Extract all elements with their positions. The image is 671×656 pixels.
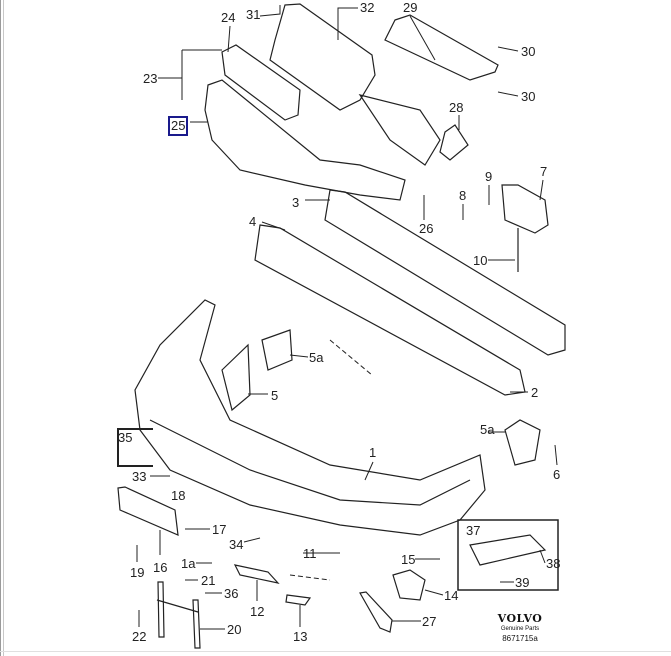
callout-22[interactable]: 22 <box>132 629 147 644</box>
callout-1a[interactable]: 1a <box>181 556 196 571</box>
part-14-fog-lamp <box>392 569 426 601</box>
volvo-logo: VOLVO Genuine Parts 8671715a <box>495 612 545 643</box>
callout-10[interactable]: 10 <box>473 253 488 268</box>
callout-37[interactable]: 37 <box>466 523 481 538</box>
callout-23[interactable]: 23 <box>143 71 158 86</box>
callout-21[interactable]: 21 <box>201 573 216 588</box>
part-1-bumper-cover <box>134 299 486 536</box>
part-16-plate <box>117 486 179 536</box>
callout-17[interactable]: 17 <box>212 522 227 537</box>
callout-8[interactable]: 8 <box>459 188 467 203</box>
part-5a-bracket <box>261 329 293 371</box>
callout-30-lower[interactable]: 30 <box>521 89 536 104</box>
part-28-piece <box>439 124 469 161</box>
callout-2[interactable]: 2 <box>531 385 539 400</box>
part-13-grill <box>285 594 312 606</box>
callout-6[interactable]: 6 <box>553 467 561 482</box>
callout-27[interactable]: 27 <box>422 614 437 629</box>
callout-35-frame <box>117 428 153 467</box>
callout-5a[interactable]: 5a <box>309 350 324 365</box>
part-5-bracket <box>221 343 251 412</box>
part-3-bumper-beam <box>324 189 566 356</box>
callout-4[interactable]: 4 <box>249 214 257 229</box>
callout-1[interactable]: 1 <box>369 445 377 460</box>
callout-39[interactable]: 39 <box>515 575 530 590</box>
callout-33[interactable]: 33 <box>132 469 147 484</box>
callout-14[interactable]: 14 <box>444 588 459 603</box>
callout-38[interactable]: 38 <box>546 556 561 571</box>
callout-30-upper[interactable]: 30 <box>521 44 536 59</box>
part-25-air-guide <box>204 79 406 201</box>
part-5a-right-bracket <box>504 419 541 466</box>
callout-11[interactable]: 11 <box>303 546 317 561</box>
callout-18[interactable]: 18 <box>171 488 186 503</box>
logo-brand: VOLVO <box>497 612 543 625</box>
logo-subtitle: Genuine Parts <box>500 626 540 632</box>
callout-32[interactable]: 32 <box>360 0 375 15</box>
callout-3[interactable]: 3 <box>292 195 300 210</box>
part-2-absorber <box>254 224 526 396</box>
callout-9[interactable]: 9 <box>485 169 493 184</box>
callout-7[interactable]: 7 <box>540 164 548 179</box>
callout-24[interactable]: 24 <box>221 10 236 25</box>
callout-13[interactable]: 13 <box>293 629 308 644</box>
callout-36[interactable]: 36 <box>224 586 239 601</box>
part-20-bracket <box>156 581 201 649</box>
callout-28[interactable]: 28 <box>449 100 464 115</box>
callout-20[interactable]: 20 <box>227 622 242 637</box>
callout-12[interactable]: 12 <box>250 604 265 619</box>
callout-15[interactable]: 15 <box>401 552 416 567</box>
callout-34[interactable]: 34 <box>229 537 244 552</box>
diagram-code: 8671715a <box>502 634 538 643</box>
part-31-deflector <box>269 3 376 111</box>
window-left-border <box>0 0 4 656</box>
callout-25-selected[interactable]: 25 <box>168 116 189 136</box>
part-37-box <box>457 519 559 591</box>
bottom-divider <box>0 651 671 652</box>
callout-5[interactable]: 5 <box>271 388 279 403</box>
callout-31[interactable]: 31 <box>246 7 261 22</box>
part-7-bracket <box>501 184 549 234</box>
callout-5a-right[interactable]: 5a <box>480 422 495 437</box>
part-29-panel <box>384 14 499 81</box>
part-12-grill <box>233 564 280 584</box>
part-28-seal <box>358 94 441 166</box>
callout-16[interactable]: 16 <box>153 560 168 575</box>
callout-29[interactable]: 29 <box>403 0 418 15</box>
part-24-panel <box>221 44 301 121</box>
callout-19[interactable]: 19 <box>130 565 145 580</box>
callout-35[interactable]: 35 <box>118 430 133 445</box>
callout-26[interactable]: 26 <box>419 221 434 236</box>
part-27-frame <box>359 591 393 633</box>
